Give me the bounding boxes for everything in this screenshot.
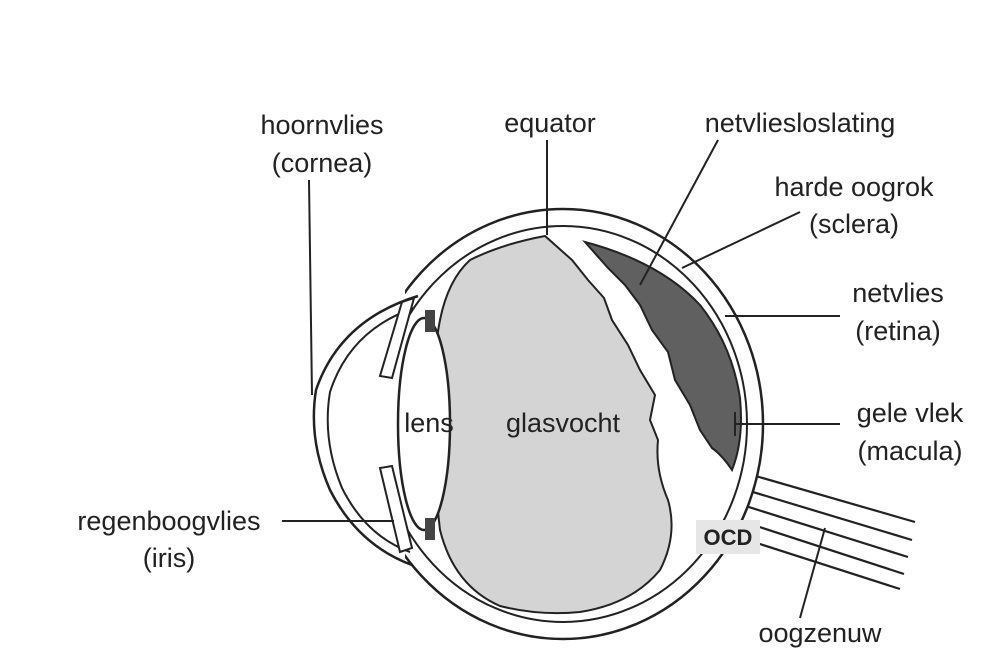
lens-label: lens — [404, 408, 454, 438]
cornea-leader — [308, 179, 313, 396]
ocd-box — [696, 520, 760, 554]
iris-upper — [378, 296, 416, 380]
retinal-detachment — [582, 240, 742, 473]
vitreous-body — [432, 234, 673, 615]
optic-nerve — [727, 466, 916, 591]
ciliary-lower — [425, 518, 435, 540]
macula-label: gele vlek — [857, 398, 964, 428]
retina-latin-label: (retina) — [855, 316, 941, 346]
nerve-leader — [799, 527, 826, 619]
sclera-label: harde oogrok — [774, 172, 934, 202]
macula-latin-label: (macula) — [857, 436, 962, 466]
cornea-latin-label: (cornea) — [272, 148, 373, 178]
cornea-label: hoornvlies — [260, 110, 383, 140]
retina-label: netvlies — [852, 278, 944, 308]
leader-lines — [282, 139, 840, 619]
cornea — [312, 294, 419, 567]
cornea-inner — [326, 307, 415, 553]
equator-label: equator — [504, 108, 596, 138]
iris-latin-label: (iris) — [143, 543, 195, 573]
ocd-label: OCD — [704, 525, 753, 550]
sclera-leader — [681, 211, 801, 269]
detachment-label: netvliesloslating — [705, 108, 896, 138]
sclera-latin-label: (sclera) — [809, 209, 899, 239]
detachment-leader — [639, 139, 719, 286]
iris-lower — [378, 464, 414, 554]
lens — [396, 316, 452, 532]
vitreous-label: glasvocht — [506, 408, 621, 438]
optic-nerve-label: oogzenuw — [758, 618, 882, 648]
ciliary-upper — [425, 310, 435, 332]
iris-label: regenboogvlies — [77, 506, 260, 536]
